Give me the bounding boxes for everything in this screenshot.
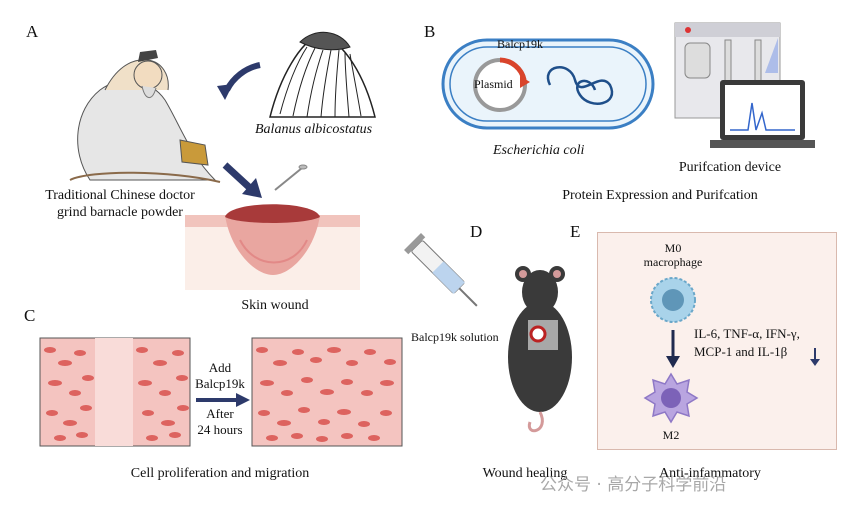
add-step-line2: Balcp19k: [195, 376, 245, 391]
m0-label: M0 macrophage: [638, 241, 708, 269]
doctor-to-wound-arrow: [222, 162, 262, 198]
culture-arrow: [196, 393, 250, 407]
m0-line2: macrophage: [643, 255, 703, 269]
doctor-caption-line1: Traditional Chinese doctor: [45, 188, 195, 203]
panel-e-box: [597, 232, 837, 450]
purification-device-illustration: [674, 22, 815, 148]
gene-label: Balcp19k: [497, 37, 543, 51]
cytokines-label: IL-6, TNF-α, IFN-γ, MCP-1 and IL-1β: [694, 325, 800, 361]
add-step-line1: Add: [208, 360, 232, 375]
cell-culture-before: [39, 337, 191, 447]
m0-to-m2-arrow: [666, 330, 680, 368]
spatula-icon: [274, 164, 308, 191]
host-label: Escherichia coli: [493, 143, 585, 158]
doctor-caption-line2: grind barnacle powder: [57, 205, 183, 220]
panel-b-caption: Protein Expression and Purifcation: [562, 188, 758, 203]
device-label: Purifcation device: [678, 160, 782, 175]
panel-e-letter: E: [570, 222, 581, 241]
mouse-illustration: [508, 266, 572, 433]
ecoli-cell-illustration: [441, 38, 655, 130]
m2-label: M2: [662, 428, 680, 442]
add-step-label: Add Balcp19k: [190, 360, 250, 392]
wound-caption: Skin wound: [241, 298, 309, 313]
time-line1: After: [206, 406, 234, 421]
barnacle-illustration: [269, 31, 376, 118]
time-line2: 24 hours: [197, 422, 243, 437]
cell-culture-after: [251, 337, 403, 447]
panel-c-letter: C: [24, 306, 36, 325]
m0-macrophage-icon: [650, 277, 696, 323]
m2-macrophage-icon: [643, 372, 699, 424]
solution-label: Balcp19k solution: [411, 330, 499, 344]
panel-d-letter: D: [470, 222, 483, 241]
watermark: 公众号 · 高分子科学前沿: [540, 475, 727, 495]
m0-line1: M0: [664, 241, 682, 255]
panel-d-caption: Wound healing: [482, 466, 568, 481]
doctor-illustration: [69, 50, 221, 183]
cytokines-line2: MCP-1 and IL-1β: [694, 344, 788, 359]
panel-a-letter: A: [26, 22, 39, 41]
plasmid-label: Plasmid: [474, 77, 513, 91]
doctor-caption: Traditional Chinese doctor grind barnacl…: [20, 187, 220, 221]
panel-c-caption: Cell proliferation and migration: [130, 466, 310, 481]
barnacle-to-doctor-arrow: [217, 62, 261, 100]
syringe-icon: [404, 233, 478, 307]
downregulation-arrow: [810, 348, 820, 366]
species-name: Balanus albicostatus: [255, 122, 373, 137]
skin-wound-illustration: [185, 204, 360, 290]
panel-b-letter: B: [424, 22, 436, 41]
cytokines-line1: IL-6, TNF-α, IFN-γ,: [694, 326, 800, 341]
time-label: After 24 hours: [190, 406, 250, 438]
panel-e-caption: Anti-infammatory: [659, 466, 761, 481]
